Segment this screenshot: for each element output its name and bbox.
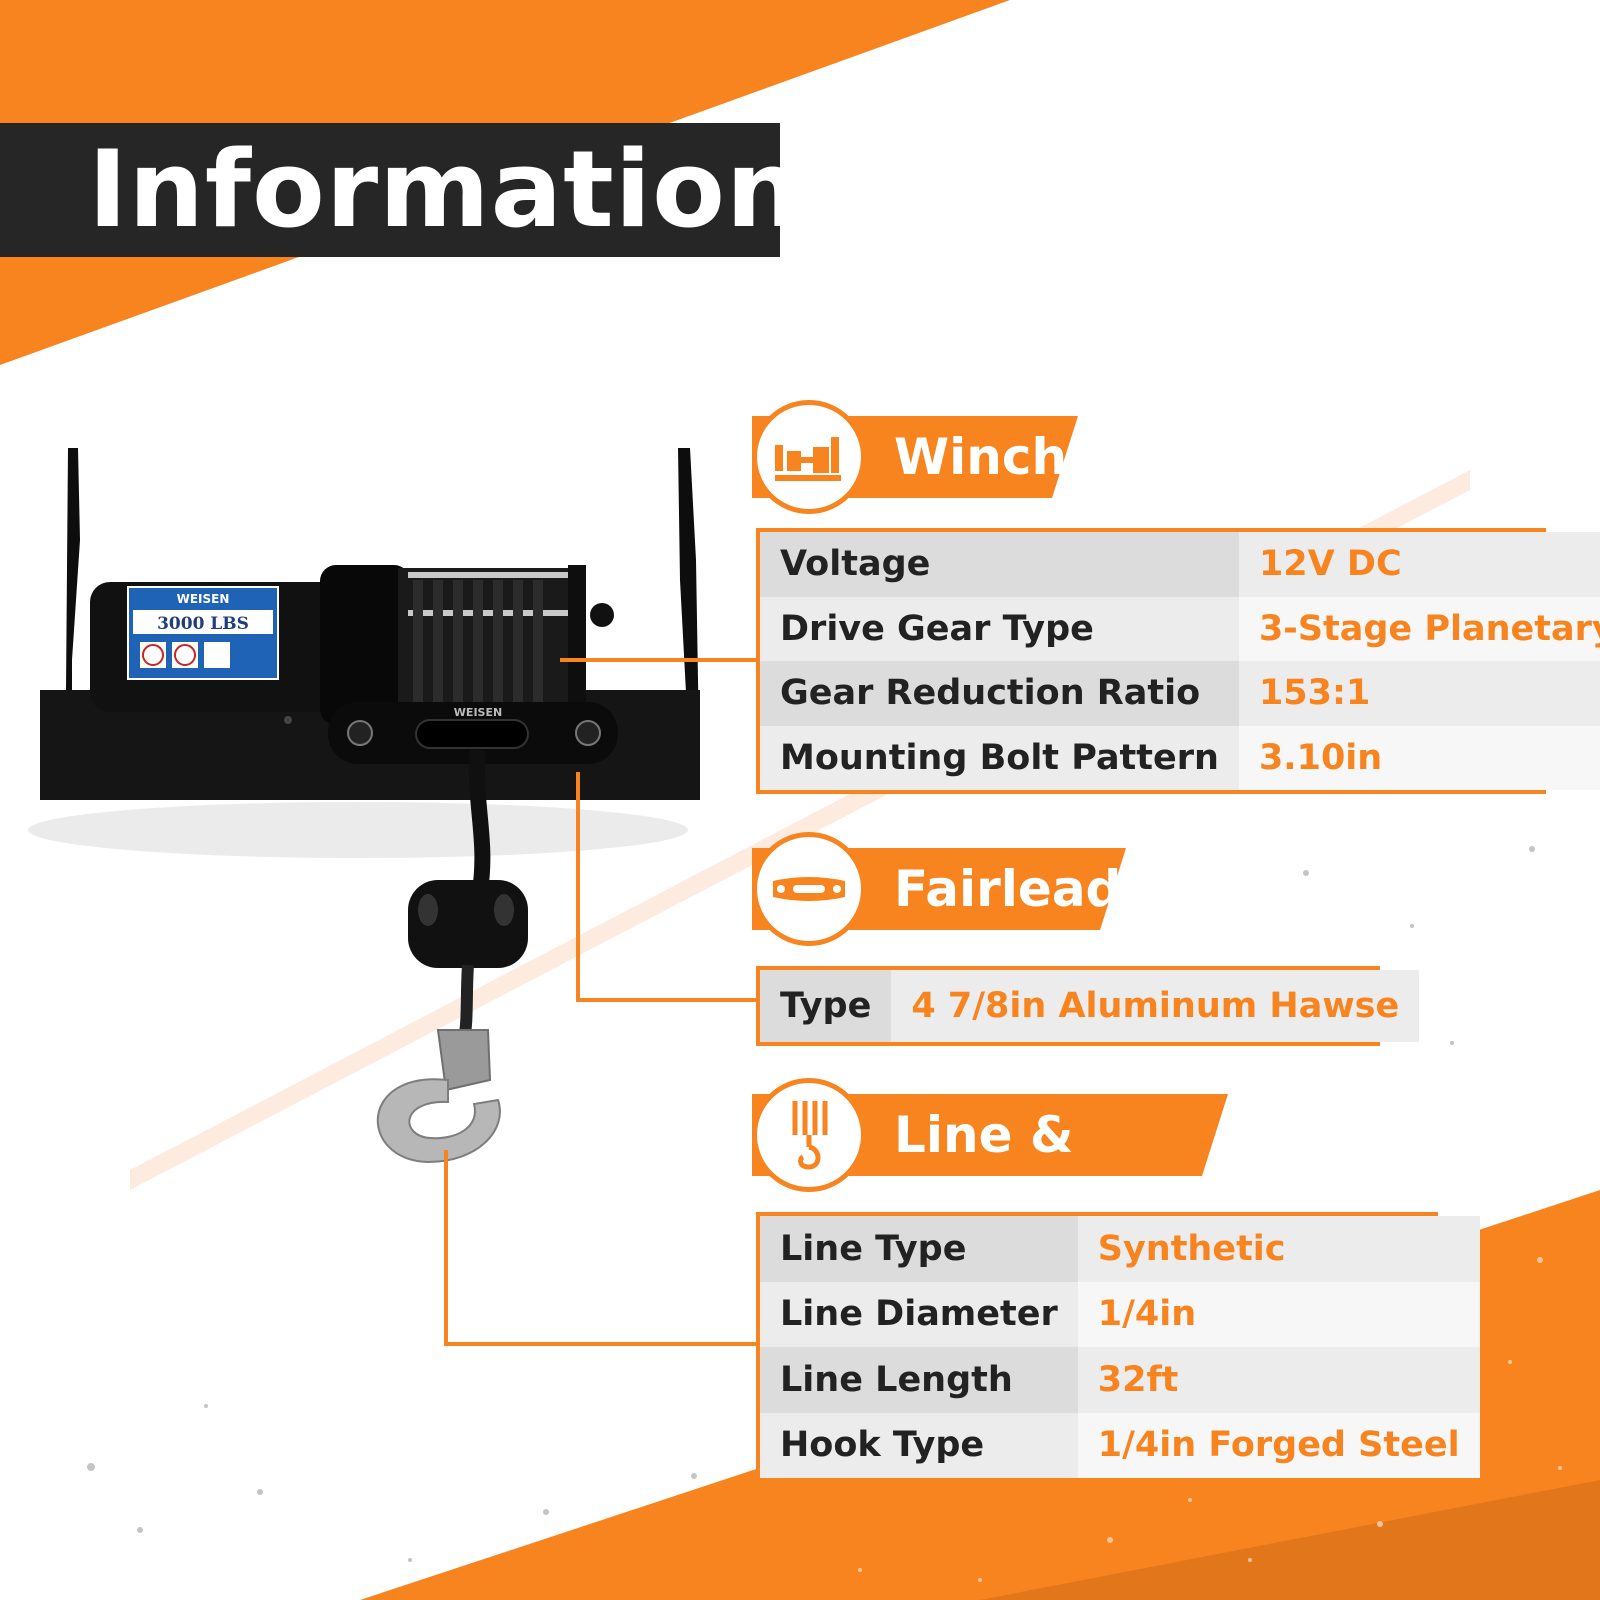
page-title: Information bbox=[88, 128, 803, 251]
spec-value: 3-Stage Planetary bbox=[1238, 596, 1600, 661]
winch-icon bbox=[752, 400, 866, 514]
section-header-fairlead: Fairlead bbox=[752, 832, 1126, 946]
table-row: Type 4 7/8in Aluminum Hawse bbox=[760, 970, 1420, 1042]
spec-key: Line Type bbox=[760, 1216, 1078, 1282]
winch-illustration: WEISEN 3000 LBS WEISEN bbox=[28, 448, 700, 1164]
spec-key: Line Diameter bbox=[760, 1281, 1078, 1347]
spec-key: Type bbox=[760, 970, 892, 1042]
synthetic-rope bbox=[468, 749, 491, 892]
leader-winch bbox=[560, 658, 756, 662]
hook bbox=[376, 1078, 501, 1164]
table-row: Gear Reduction Ratio 153:1 bbox=[760, 661, 1600, 726]
spec-value: 153:1 bbox=[1238, 661, 1600, 726]
table-row: Line Type Synthetic bbox=[760, 1216, 1480, 1282]
spec-table-line-hook: Line Type Synthetic Line Diameter 1/4in … bbox=[756, 1212, 1480, 1482]
table-row: Mounting Bolt Pattern 3.10in bbox=[760, 725, 1600, 790]
leader-fairlead-h bbox=[576, 998, 756, 1002]
table-row: Line Length 32ft bbox=[760, 1347, 1480, 1413]
spec-key: Mounting Bolt Pattern bbox=[760, 725, 1239, 790]
spec-table-winch: Voltage 12V DC Drive Gear Type 3-Stage P… bbox=[756, 528, 1600, 794]
spec-value: Synthetic bbox=[1077, 1216, 1480, 1282]
fairlead-brand-text: WEISEN bbox=[454, 706, 502, 719]
table-row: Drive Gear Type 3-Stage Planetary bbox=[760, 596, 1600, 661]
spec-key: Hook Type bbox=[760, 1412, 1078, 1478]
spec-value: 3.10in bbox=[1238, 725, 1600, 790]
leader-fairlead-v bbox=[576, 772, 580, 1002]
spec-key: Gear Reduction Ratio bbox=[760, 661, 1239, 726]
spec-value: 32ft bbox=[1077, 1347, 1480, 1413]
section-header-winch: Winch bbox=[752, 400, 1078, 514]
title-bar bbox=[0, 123, 780, 257]
section-title-fairlead: Fairlead bbox=[894, 860, 1122, 918]
spec-key: Voltage bbox=[760, 532, 1239, 597]
hook-icon bbox=[752, 1078, 866, 1192]
spec-key: Line Length bbox=[760, 1347, 1078, 1413]
leader-hook-v bbox=[444, 1150, 448, 1346]
spec-value: 1/4in Forged Steel bbox=[1077, 1412, 1480, 1478]
spec-key: Drive Gear Type bbox=[760, 596, 1239, 661]
fairlead-icon bbox=[752, 832, 866, 946]
spec-value: 12V DC bbox=[1238, 532, 1600, 597]
capacity-label: 3000 LBS bbox=[157, 614, 249, 634]
spec-table-fairlead: Type 4 7/8in Aluminum Hawse bbox=[756, 966, 1420, 1046]
leader-hook-h bbox=[444, 1342, 756, 1346]
brand-plate-text: WEISEN bbox=[177, 592, 230, 606]
spec-value: 1/4in bbox=[1077, 1281, 1480, 1347]
section-title-winch: Winch bbox=[894, 428, 1068, 486]
clevis bbox=[436, 1029, 492, 1092]
section-header-line-hook: Line & Hook bbox=[752, 1078, 1228, 1234]
spec-value: 4 7/8in Aluminum Hawse bbox=[891, 970, 1420, 1042]
table-row: Voltage 12V DC bbox=[760, 532, 1600, 597]
table-row: Hook Type 1/4in Forged Steel bbox=[760, 1412, 1480, 1478]
table-row: Line Diameter 1/4in bbox=[760, 1281, 1480, 1347]
